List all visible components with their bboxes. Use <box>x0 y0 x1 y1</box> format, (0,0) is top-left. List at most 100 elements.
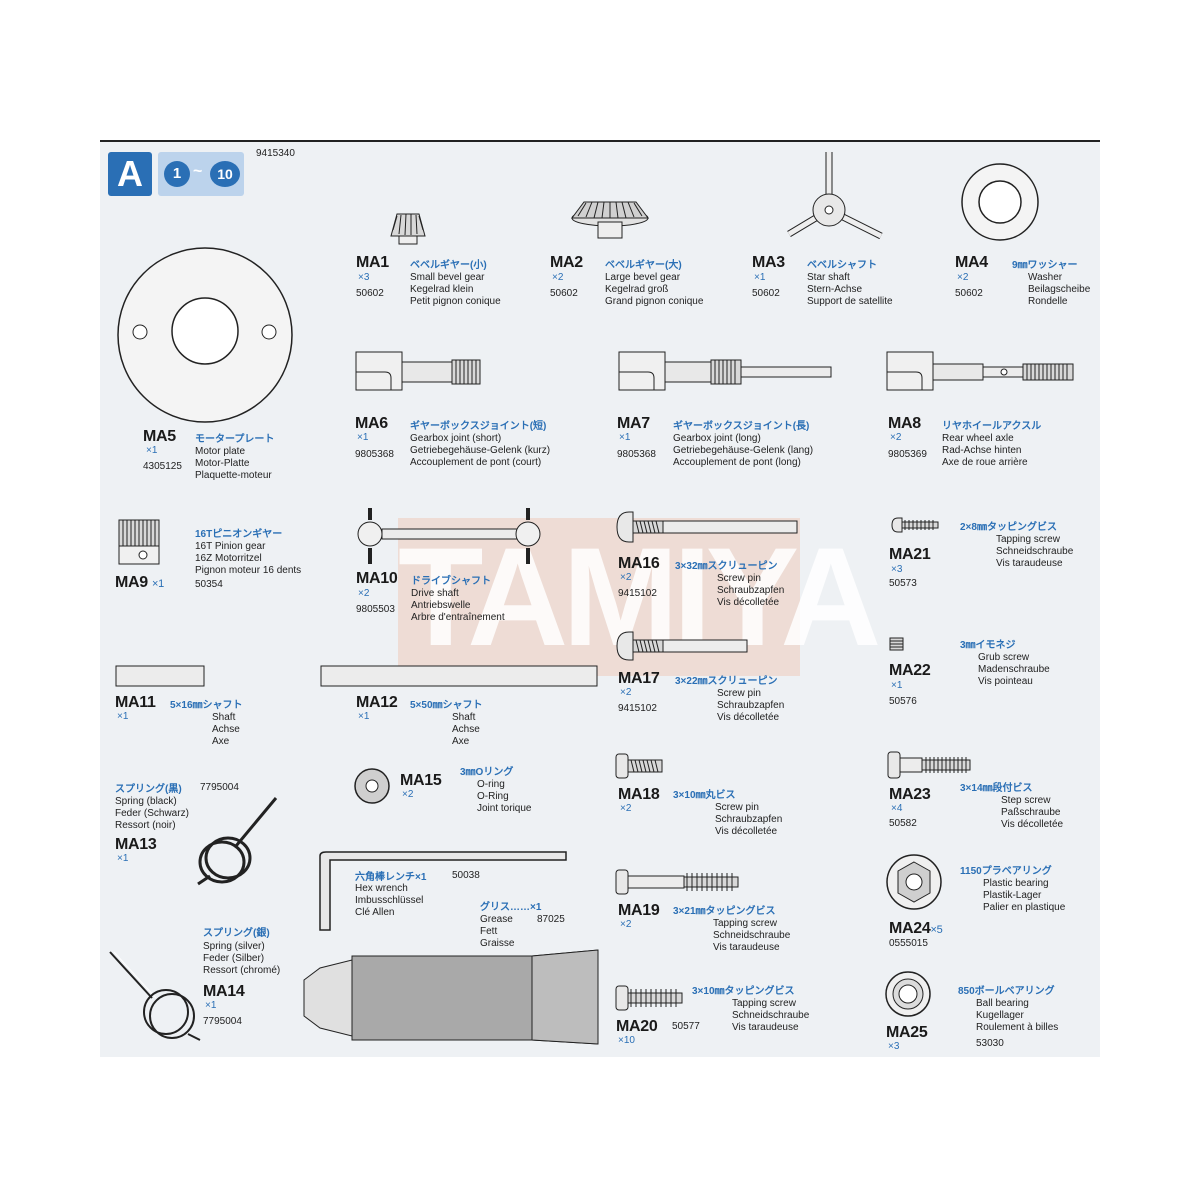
qty-ma17: ×2 <box>620 687 632 698</box>
jp-ma16: 3×32㎜スクリューピン <box>675 561 778 572</box>
code-ma4: 50602 <box>955 288 983 299</box>
o-ring-drawing <box>354 768 390 804</box>
part-id-ma22: MA22 <box>889 662 931 679</box>
plastic-bearing-drawing <box>886 854 942 910</box>
code-hex-wrench: 50038 <box>452 870 480 881</box>
code-ma1: 50602 <box>356 288 384 299</box>
pinion-gear-drawing <box>118 519 160 565</box>
part-id-ma20: MA20 <box>616 1018 658 1035</box>
jp-ma10: ドライブシャフト <box>411 576 491 587</box>
code-ma5: 4305125 <box>143 461 182 472</box>
part-id-ma4: MA4 <box>955 254 988 271</box>
qty-ma13: ×1 <box>117 853 129 864</box>
part-id-ma2: MA2 <box>550 254 583 271</box>
part-id-ma6: MA6 <box>355 415 388 432</box>
code-ma16: 9415102 <box>618 588 657 599</box>
code-ma9: 50354 <box>195 579 223 590</box>
jp-ma25: 850ボールベアリング <box>958 986 1055 997</box>
code-ma17: 9415102 <box>618 703 657 714</box>
jp-ma1: ベベルギヤー(小) <box>410 260 487 271</box>
step-screw-drawing <box>887 751 971 779</box>
part-id-ma17: MA17 <box>618 670 660 687</box>
part-id-ma3: MA3 <box>752 254 785 271</box>
grub-screw-drawing <box>889 637 904 651</box>
part-id-ma1: MA1 <box>356 254 389 271</box>
qty-ma6: ×1 <box>357 432 369 443</box>
drive-shaft-drawing <box>357 508 541 564</box>
part-id-ma12: MA12 <box>356 694 398 711</box>
qty-ma2: ×2 <box>552 272 564 283</box>
tapping-screw-3x21-drawing <box>615 869 739 895</box>
qty-ma20: ×10 <box>618 1035 635 1046</box>
jp-ma8: リヤホイールアクスル <box>942 421 1042 432</box>
code-ma20: 50577 <box>672 1021 700 1032</box>
code-ma21: 50573 <box>889 578 917 589</box>
jp-ma4: 9㎜ワッシャー <box>1012 260 1078 271</box>
washer-drawing <box>961 163 1039 241</box>
jp-grease: グリス……×1 <box>480 902 542 913</box>
code-ma6: 9805368 <box>355 449 394 460</box>
jp-ma12: 5×50㎜シャフト <box>410 700 483 711</box>
shaft-5x16-drawing <box>115 665 205 687</box>
code-ma10: 9805503 <box>356 604 395 615</box>
part-id-ma25: MA25 <box>886 1024 928 1041</box>
code-ma22: 50576 <box>889 696 917 707</box>
qty-ma3: ×1 <box>754 272 766 283</box>
code-ma23: 50582 <box>889 818 917 829</box>
qty-ma15: ×2 <box>402 789 414 800</box>
qty-ma23: ×4 <box>891 803 903 814</box>
jp-ma11: 5×16㎜シャフト <box>170 700 243 711</box>
shaft-5x50-drawing <box>320 665 598 687</box>
small-bevel-gear-drawing <box>390 213 426 245</box>
part-id-ma5: MA5 <box>143 428 176 445</box>
ball-bearing-drawing <box>885 971 931 1017</box>
qty-ma12: ×1 <box>358 711 370 722</box>
screw-pin-22mm-drawing <box>616 631 748 661</box>
qty-ma18: ×2 <box>620 803 632 814</box>
part-id-ma8: MA8 <box>888 415 921 432</box>
round-screw-3x10-drawing <box>615 753 663 779</box>
code-ma2: 50602 <box>550 288 578 299</box>
rear-wheel-axle-drawing <box>886 351 1074 391</box>
code-ma8: 9805369 <box>888 449 927 460</box>
part-id-ma19: MA19 <box>618 902 660 919</box>
code-ma7: 9805368 <box>617 449 656 460</box>
qty-ma16: ×2 <box>620 572 632 583</box>
jp-ma13: スプリング(黒) <box>115 784 182 795</box>
jp-ma9: 16Tピニオンギヤー <box>195 529 283 540</box>
sheet-code: 9415340 <box>256 148 295 159</box>
jp-ma20: 3×10㎜タッピングビス <box>692 986 795 997</box>
jp-ma24: 1150プラベアリング <box>960 866 1052 877</box>
step-end: 10 <box>210 161 240 187</box>
qty-ma22: ×1 <box>891 680 903 691</box>
part-id-ma10: MA10 <box>356 570 398 587</box>
grease-tube-drawing <box>303 949 599 1045</box>
code-ma13: 7795004 <box>200 782 239 793</box>
jp-ma21: 2×8㎜タッピングビス <box>960 522 1057 533</box>
star-shaft-drawing <box>787 152 883 240</box>
step-range-badge: 1 ~ 10 <box>158 152 244 196</box>
qty-ma1: ×3 <box>358 272 370 283</box>
part-id-ma16: MA16 <box>618 555 660 572</box>
code-ma25: 53030 <box>976 1038 1004 1049</box>
part-id-ma24: MA24×5 <box>889 920 943 937</box>
jp-ma22: 3㎜イモネジ <box>960 640 1016 651</box>
qty-ma11: ×1 <box>117 711 129 722</box>
